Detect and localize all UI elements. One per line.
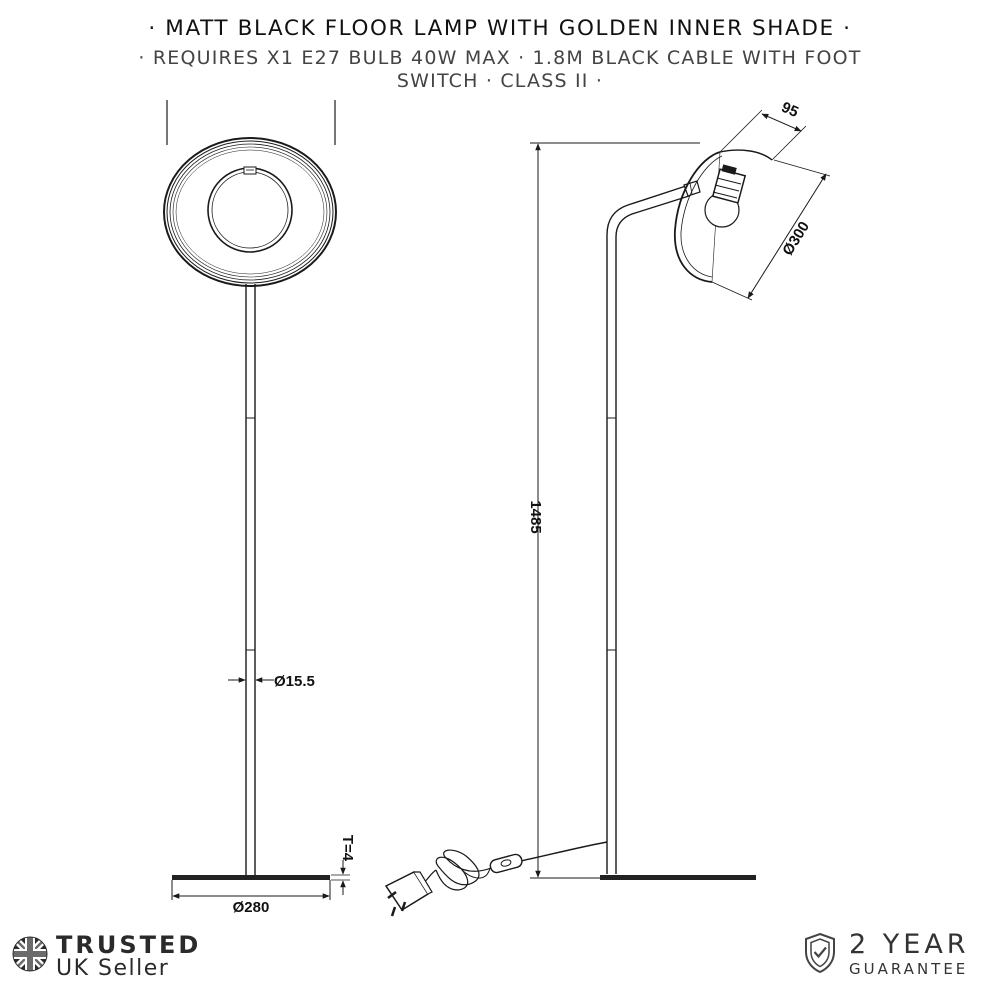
base-thickness-dimension <box>331 860 350 895</box>
bulb-socket <box>711 164 747 204</box>
foot-switch-icon <box>489 853 523 874</box>
uk-flag-icon <box>12 936 48 972</box>
uk-plug-icon <box>384 871 433 917</box>
front-view-lamp <box>163 100 350 900</box>
two-year-label: 2 YEAR <box>849 929 970 960</box>
base-thickness-label: T=4 <box>339 835 356 862</box>
side-view-lamp <box>384 109 831 917</box>
guarantee-label: GUARANTEE <box>849 960 969 978</box>
shield-check-icon <box>805 932 835 974</box>
shade-depth-label: 95 <box>779 99 801 121</box>
stem-diameter-label: Ø15.5 <box>274 673 315 690</box>
front-stem <box>245 284 256 875</box>
trusted-label: TRUSTED <box>56 931 202 959</box>
shade-diameter-dimension <box>747 173 827 299</box>
cable-and-plug <box>384 841 608 917</box>
shade-diameter-label: Ø300 <box>779 219 813 259</box>
base-diameter-label: Ø280 <box>233 899 270 916</box>
height-label: 1485 <box>527 500 544 533</box>
product-title: · MATT BLACK FLOOR LAMP WITH GOLDEN INNE… <box>148 16 852 41</box>
front-shade <box>163 137 337 287</box>
height-dimension <box>530 142 700 879</box>
side-shade <box>674 109 831 301</box>
product-spec-line-2: SWITCH · CLASS II · <box>396 70 604 92</box>
front-base <box>171 875 331 900</box>
side-stem <box>606 180 701 874</box>
uk-seller-label: UK Seller <box>56 956 170 981</box>
side-base <box>600 875 756 880</box>
product-spec-line-1: · REQUIRES X1 E27 BULB 40W MAX · 1.8M BL… <box>138 47 862 69</box>
shade-depth-dimension <box>761 113 802 132</box>
